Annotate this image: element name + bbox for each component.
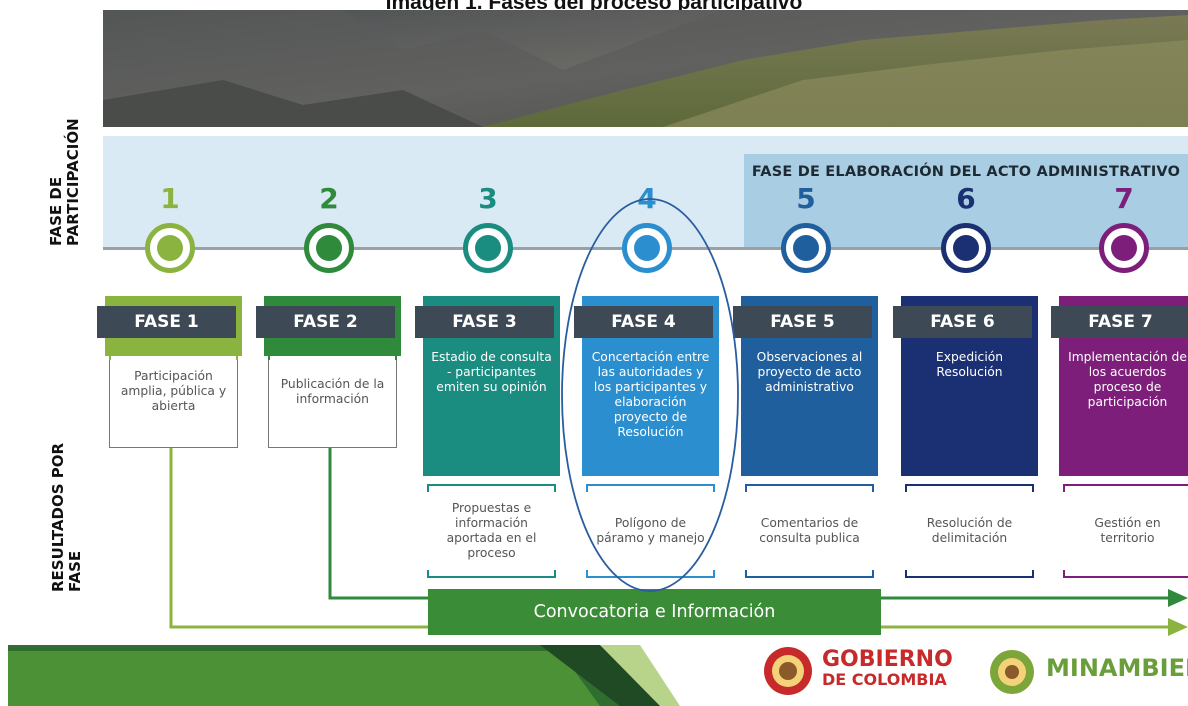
phase-4-circle-dot: [634, 235, 660, 261]
phase-7-result-bracket-bottom: [1063, 570, 1188, 578]
phase-2-circle-dot: [316, 235, 342, 261]
phase-2-label: FASE 2: [256, 306, 395, 338]
phase-6-label: FASE 6: [893, 306, 1032, 338]
phase-5-description: Observaciones al proyecto de acto admini…: [741, 338, 878, 476]
colombia-shield-logo: [760, 645, 816, 697]
phase-5-label: FASE 5: [733, 306, 872, 338]
phase-5-result-bracket-top: [745, 484, 874, 492]
phase-5-result: Comentarios de consulta publica: [759, 516, 860, 545]
phase-3-circle-dot: [475, 235, 501, 261]
phase-4-result: Polígono de páramo y manejo: [596, 516, 705, 545]
phase-5-number: 5: [796, 182, 816, 215]
phase-5-circle-dot: [793, 235, 819, 261]
phase2-arrowhead: [1168, 589, 1188, 607]
phase-4-label: FASE 4: [574, 306, 713, 338]
phase1-arrowhead: [1168, 618, 1188, 636]
phase-4-result-bracket-bottom: [586, 570, 715, 578]
phase-6-result: Resolución de delimitación: [926, 516, 1013, 545]
gobierno-logo-text: GOBIERNO DE COLOMBIA: [822, 648, 953, 689]
footer-stripes: [8, 645, 680, 706]
convocatoria-banner: Convocatoria e Información: [428, 589, 881, 635]
phase-7-description: Implementación de los acuerdos proceso d…: [1059, 338, 1188, 476]
phase-7-number: 7: [1114, 182, 1134, 215]
phase-6-number: 6: [956, 182, 976, 215]
phase-2-circle: [304, 223, 354, 273]
phase-6-description: Expedición Resolución: [901, 338, 1038, 476]
phase-4-circle: [622, 223, 672, 273]
phase-1-description: Participación amplia, pública y abierta: [109, 360, 238, 448]
gobierno-line-2: DE COLOMBIA: [822, 670, 947, 689]
minambiente-logo-text: MINAMBIEN: [1046, 654, 1188, 682]
phase-6-circle-dot: [953, 235, 979, 261]
phase-2-bracket-top: [268, 352, 397, 360]
phase-3-result-bracket-bottom: [427, 570, 556, 578]
highlight-ellipse: [561, 198, 739, 592]
phase-5-circle: [781, 223, 831, 273]
phase2-flow-line: [328, 448, 1168, 600]
phase-7-circle-dot: [1111, 235, 1137, 261]
phase-6-result-bracket-top: [905, 484, 1034, 492]
phase-4-result-bracket-top: [586, 484, 715, 492]
phase-6-result-bracket-bottom: [905, 570, 1034, 578]
landscape-photo: [103, 10, 1188, 127]
elaboration-band-title: FASE DE ELABORACIÓN DEL ACTO ADMINISTRAT…: [751, 164, 1181, 180]
phase-3-result: Propuestas e información aportada en el …: [446, 501, 537, 560]
phase-3-number: 3: [478, 182, 498, 215]
phase-7-circle: [1099, 223, 1149, 273]
phase-3-result-bracket-top: [427, 484, 556, 492]
phase-1-number: 1: [160, 182, 180, 215]
phase-3-circle: [463, 223, 513, 273]
gobierno-line-1: GOBIERNO: [822, 647, 953, 672]
phase-3-description: Estadio de consulta - participantes emit…: [423, 338, 560, 476]
minambiente-shield-logo: [988, 648, 1036, 696]
phase-6-circle: [941, 223, 991, 273]
phase-2-number: 2: [319, 182, 339, 215]
phase-7-result-bracket-top: [1063, 484, 1188, 492]
phase-1-bracket-top: [109, 352, 238, 360]
phase-7-result: Gestión en territorio: [1094, 516, 1161, 545]
phase-3-label: FASE 3: [415, 306, 554, 338]
phase-1-circle-dot: [157, 235, 183, 261]
phase-5-result-bracket-bottom: [745, 570, 874, 578]
phase-1-circle: [145, 223, 195, 273]
phase-7-label: FASE 7: [1051, 306, 1188, 338]
phase-4-description: Concertación entre las autoridades y los…: [582, 338, 719, 476]
phase-2-description: Publicación de la información: [268, 360, 397, 448]
phase-1-label: FASE 1: [97, 306, 236, 338]
